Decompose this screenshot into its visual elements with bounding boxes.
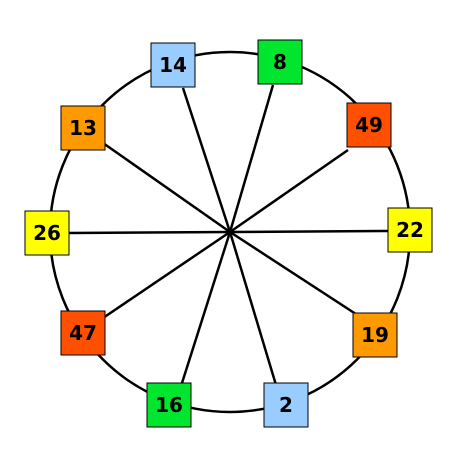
box-fill: [60, 310, 106, 356]
box-value: 26: [33, 221, 61, 245]
box-fill: [346, 102, 392, 148]
box-value: 49: [355, 113, 383, 137]
box-fill: [150, 42, 196, 88]
box-value: 8: [273, 50, 287, 74]
number-box: 8: [257, 39, 303, 85]
box-value: 2: [279, 393, 293, 417]
spoke-line: [228, 84, 275, 233]
box-fill: [257, 39, 303, 85]
box-value: 14: [159, 53, 187, 77]
spoke-line: [102, 230, 231, 320]
number-box: 19: [352, 312, 398, 358]
spoke-line: [229, 148, 349, 234]
number-box: 49: [346, 102, 392, 148]
number-box: 16: [146, 382, 192, 428]
box-value: 47: [69, 321, 97, 345]
number-box: 26: [24, 210, 70, 256]
number-box: 47: [60, 310, 106, 356]
number-box: 2: [263, 382, 309, 428]
spokes: [68, 84, 389, 386]
box-fill: [24, 210, 70, 256]
spoke-line: [102, 141, 231, 234]
box-fill: [146, 382, 192, 428]
box-fill: [263, 382, 309, 428]
box-value: 13: [69, 116, 97, 140]
spoke-line: [228, 231, 278, 386]
spoke-line: [229, 230, 363, 320]
number-box: 13: [60, 105, 106, 151]
box-value: 16: [155, 393, 183, 417]
number-boxes: 14 8 49 22 19 2 16 47: [24, 39, 433, 428]
box-fill: [60, 105, 106, 151]
number-box: 14: [150, 42, 196, 88]
spoke-line: [229, 229, 389, 234]
number-box: 22: [387, 207, 433, 253]
box-value: 22: [396, 218, 424, 242]
box-fill: [387, 207, 433, 253]
spoke-line: [181, 87, 232, 233]
box-value: 19: [361, 323, 389, 347]
spoke-line: [68, 230, 231, 235]
spoke-line: [180, 231, 232, 384]
box-fill: [352, 312, 398, 358]
